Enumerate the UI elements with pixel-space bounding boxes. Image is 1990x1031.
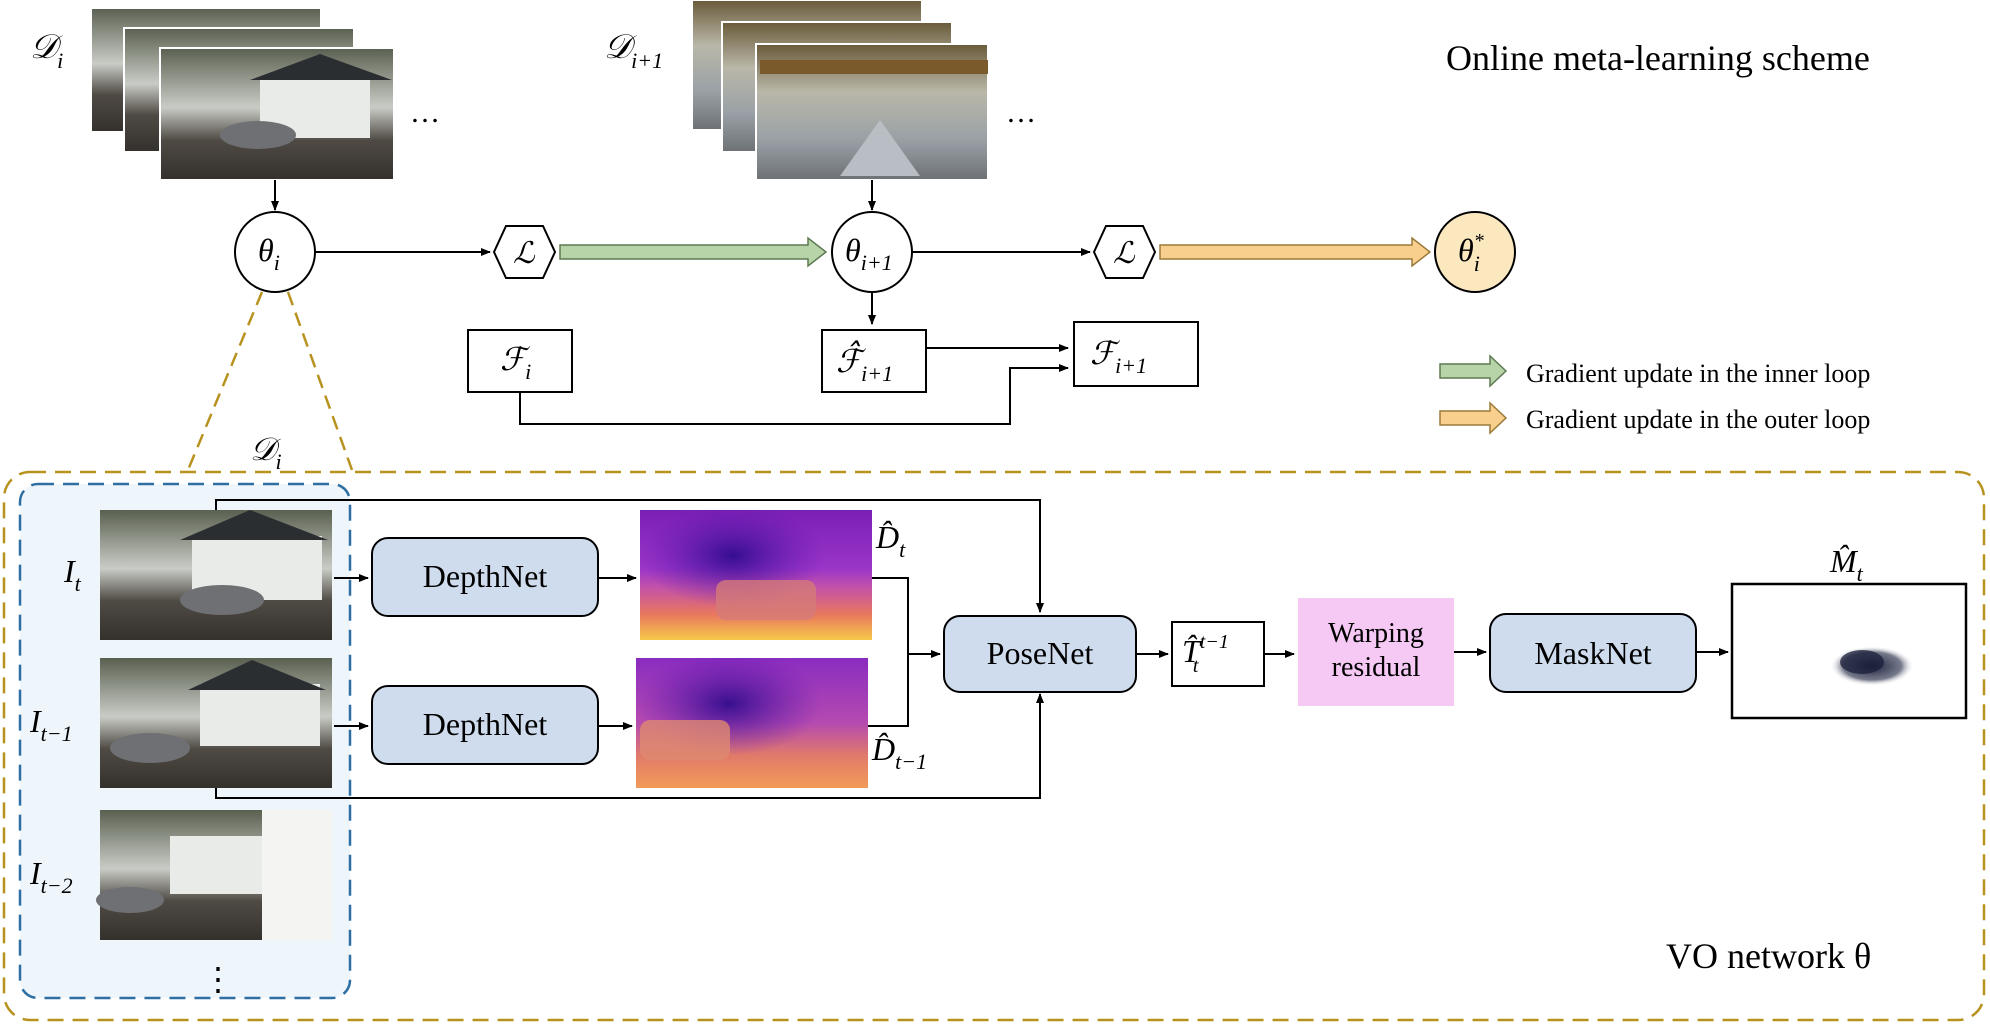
svg-text:θi: θi [258, 232, 280, 275]
frame-it1-image [100, 658, 332, 788]
depth-map-t [640, 510, 872, 640]
legend-inner: Gradient update in the inner loop [1439, 354, 1870, 388]
theta-i-node: θi [234, 211, 316, 293]
svg-text:Gradient update in the inner l: Gradient update in the inner loop [1526, 359, 1870, 388]
legend-outer: Gradient update in the outer loop [1439, 401, 1870, 435]
mask-hat-label: M̂t [1829, 543, 1864, 586]
theta-star-node: θ*i [1434, 211, 1516, 293]
svg-text:MaskNet: MaskNet [1534, 635, 1651, 671]
svg-text:θ*i: θ*i [1458, 230, 1484, 276]
depthnet-box-1: DepthNet [371, 537, 599, 617]
svg-text:ℒ: ℒ [513, 237, 536, 270]
page-title: Online meta-learning scheme [1446, 38, 1870, 78]
outer-loop-arrow [1159, 236, 1432, 268]
dataset-d-i1-label: 𝒟i+1 [604, 29, 663, 73]
depth-hat-t1-label: D̂t−1 [871, 731, 927, 774]
svg-text:T̂t−1t: T̂t−1t [1182, 631, 1229, 677]
svg-text:residual: residual [1332, 652, 1421, 683]
vo-d-i-label: 𝒟i [250, 431, 282, 474]
vo-network-label: VO network θ [1666, 936, 1871, 976]
depth-map-t1 [636, 658, 868, 788]
depth-hat-t-label: D̂t [875, 519, 906, 562]
frame-it-label: It [63, 553, 82, 596]
frame-it2-label: It−2 [29, 855, 73, 898]
svg-text:θi+1: θi+1 [845, 232, 893, 275]
masknet-box: MaskNet [1489, 613, 1697, 693]
warping-residual-box: Warping residual [1298, 598, 1454, 706]
feature-f-hat-i1-box: ℱ̂i+1 [821, 329, 927, 393]
frame-it1-label: It−1 [29, 703, 73, 746]
dataset-d-i1-image-stack [691, 0, 989, 181]
loss-node-2: ℒ [1092, 225, 1157, 279]
svg-text:ℒ: ℒ [1113, 237, 1136, 270]
mask-output-box [1730, 582, 1968, 720]
inner-loop-arrow [559, 236, 828, 268]
svg-text:PoseNet: PoseNet [987, 635, 1094, 671]
dataset-d-i-label: 𝒟i [30, 29, 63, 73]
vo-network-container [2, 470, 1986, 1022]
feature-f-i-box: ℱi [467, 329, 573, 393]
svg-text:Warping: Warping [1328, 618, 1424, 649]
theta-i1-node: θi+1 [831, 211, 913, 293]
posenet-box: PoseNet [943, 615, 1137, 693]
feature-f-i1-box: ℱi+1 [1073, 321, 1199, 387]
svg-text:DepthNet: DepthNet [423, 558, 548, 594]
dataset-d-i-image-stack [90, 7, 395, 181]
frame-it2-image [96, 810, 332, 940]
svg-text:Gradient update in the outer l: Gradient update in the outer loop [1526, 405, 1870, 434]
svg-text:DepthNet: DepthNet [423, 706, 548, 742]
frame-it-image [100, 510, 332, 640]
loss-node-1: ℒ [492, 225, 557, 279]
frames-vdots: ⋮ [202, 961, 234, 997]
depthnet-box-2: DepthNet [371, 685, 599, 765]
dataset-d-i1-ellipsis: … [1006, 96, 1036, 129]
dataset-d-i-ellipsis: … [410, 96, 440, 129]
